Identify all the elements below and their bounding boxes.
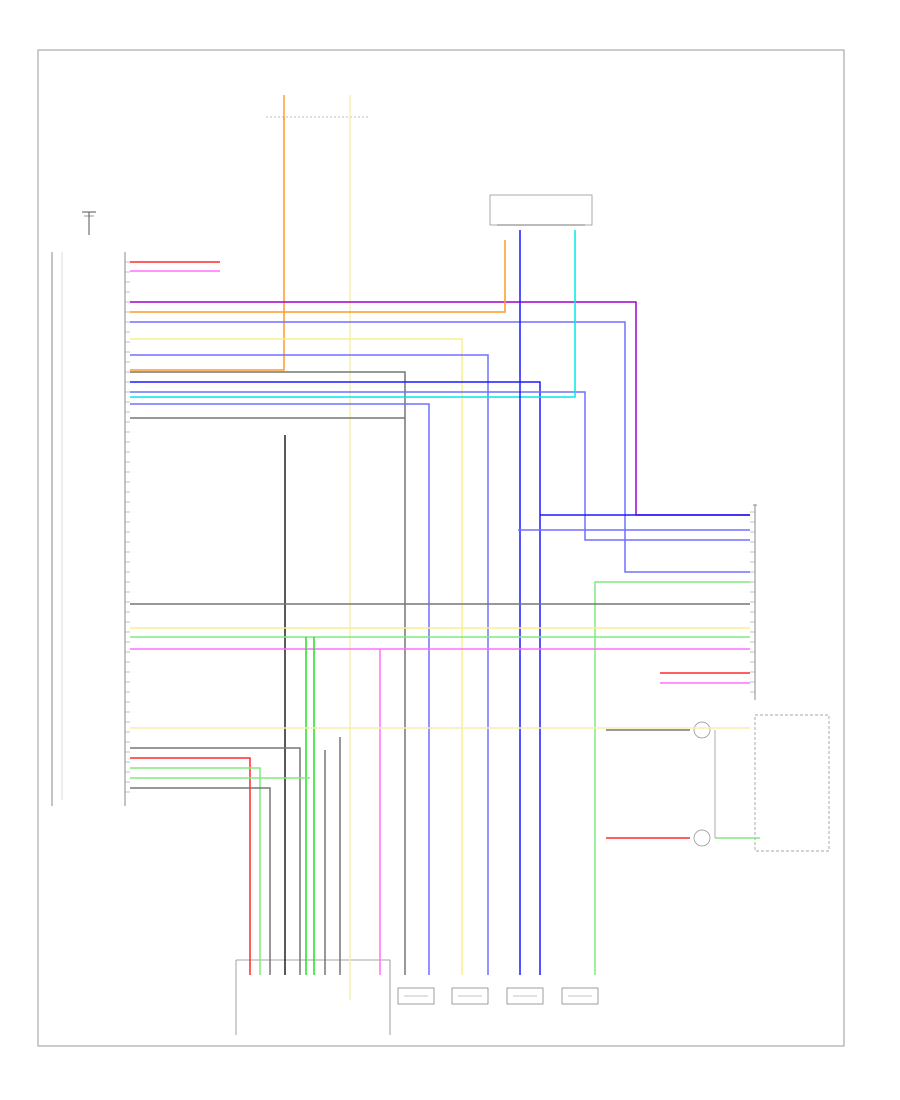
fuse-feed-top [266, 95, 370, 120]
speaker-left-front [397, 987, 435, 1005]
wire-lightgreen [130, 767, 261, 975]
wire-gray [130, 787, 271, 975]
tick-layer [125, 261, 755, 793]
wire-red [130, 757, 251, 975]
amplifier-connector [489, 194, 593, 226]
wire-violet [130, 354, 489, 975]
speaker-left-rear [561, 987, 599, 1005]
amplifier-module [753, 504, 757, 700]
diagram-frame [37, 49, 845, 1047]
wire-gray [130, 371, 406, 975]
wire-cyan [130, 230, 576, 398]
wire-violet [130, 321, 750, 573]
wire-purple [130, 301, 750, 516]
wire-orange [130, 117, 285, 371]
wire-layer [130, 117, 760, 1000]
wire-lightgreen [594, 581, 750, 975]
wire-orange [130, 240, 506, 313]
switch-box [693, 714, 830, 852]
speaker-right-rear [506, 987, 544, 1005]
wire-gray [130, 747, 301, 975]
speaker-right-front [451, 987, 489, 1005]
cluster-connector [235, 959, 391, 1035]
antenna-icon [82, 211, 96, 235]
radio-module [51, 252, 126, 806]
wire-blue [130, 381, 541, 975]
wire-violet [130, 391, 750, 541]
wire-violet [130, 403, 430, 975]
wire-yellow [130, 338, 463, 975]
